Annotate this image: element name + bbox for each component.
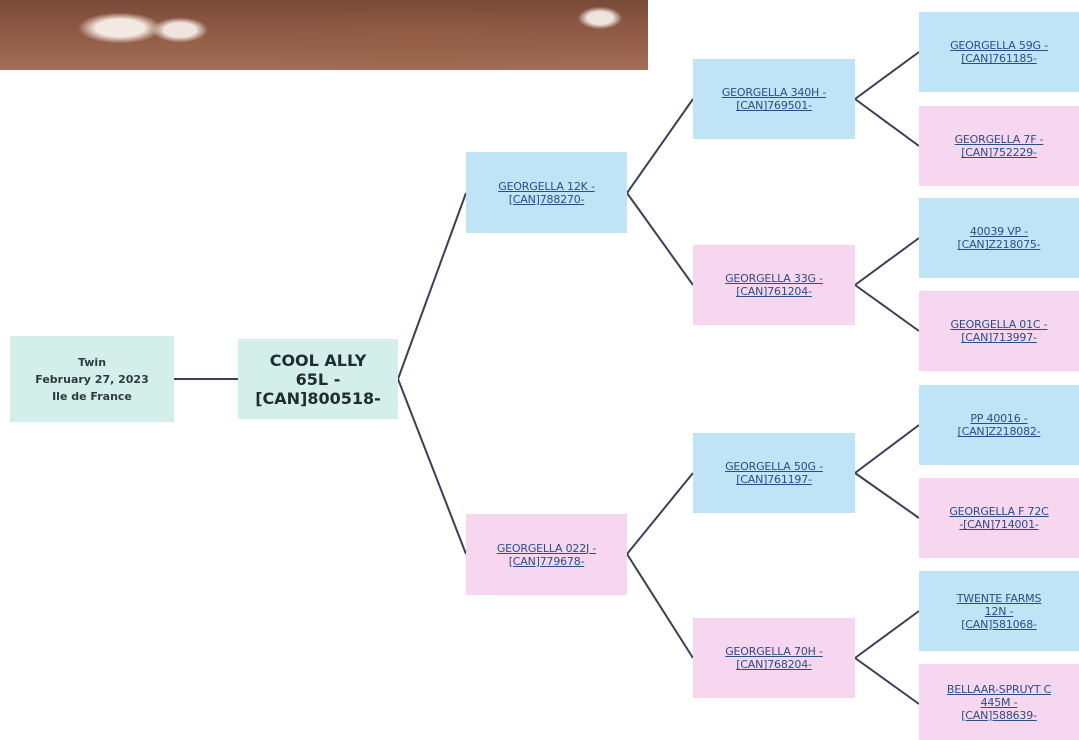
subject-animal-name: COOL ALLY 65L - [CAN]800518- <box>255 351 381 408</box>
ggp-5-registration: [CAN]Z218082- <box>957 425 1041 438</box>
ggp-4-registration: [CAN]713997- <box>961 331 1037 344</box>
ggp-3-registration: [CAN]Z218075- <box>957 238 1041 251</box>
ggp-box-3: 40039 VP - [CAN]Z218075- <box>919 198 1079 278</box>
ggp-6-name: GEORGELLA F 72C <box>949 505 1049 518</box>
connector-ggp-3 <box>854 237 920 286</box>
ggp-link-6[interactable]: GEORGELLA F 72C -[CAN]714001- <box>949 505 1048 531</box>
ggp-7-name-line2: 12N - <box>984 604 1014 618</box>
dam-sire-name: GEORGELLA 50G - <box>725 460 823 473</box>
banner-photo <box>0 0 648 70</box>
ggp-2-name: GEORGELLA 7F - <box>954 133 1044 146</box>
sire-sire-box: GEORGELLA 340H - [CAN]769501- <box>693 59 855 139</box>
ggp-3-name: 40039 VP - <box>969 225 1029 238</box>
sire-box: GEORGELLA 12K - [CAN]788270- <box>466 152 627 233</box>
connector-ggp-5 <box>854 424 920 474</box>
sire-dam-link[interactable]: GEORGELLA 33G - [CAN]761204- <box>725 272 823 298</box>
ggp-1-registration: [CAN]761185- <box>961 52 1037 65</box>
dam-dam-registration: [CAN]768204- <box>736 658 812 671</box>
ggp-link-2[interactable]: GEORGELLA 7F - [CAN]752229- <box>955 133 1044 159</box>
ggp-box-5: PP 40016 - [CAN]Z218082- <box>919 385 1079 465</box>
subject-animal-box: COOL ALLY 65L - [CAN]800518- <box>238 339 398 419</box>
ggp-link-5[interactable]: PP 40016 - [CAN]Z218082- <box>958 412 1041 438</box>
connector-sire-sire <box>626 98 694 194</box>
ggp-5-name: PP 40016 - <box>970 412 1028 425</box>
dam-sire-box: GEORGELLA 50G - [CAN]761197- <box>693 433 855 513</box>
sire-sire-link[interactable]: GEORGELLA 340H - [CAN]769501- <box>721 86 827 112</box>
dam-dam-name: GEORGELLA 70H - <box>725 645 823 658</box>
subject-name-line2: 65L - <box>295 369 341 389</box>
ggp-box-2: GEORGELLA 7F - [CAN]752229- <box>919 106 1079 186</box>
ggp-box-8: BELLAAR-SPRUYT C 445M - [CAN]588639- <box>919 664 1079 740</box>
ggp-4-name: GEORGELLA 01C - <box>950 318 1048 331</box>
dam-registration: [CAN]779678- <box>508 554 585 568</box>
sire-name: GEORGELLA 12K - <box>498 179 595 193</box>
ggp-7-name: TWENTE FARMS <box>956 591 1042 605</box>
connector-ggp-8 <box>854 657 920 705</box>
ggp-link-8[interactable]: BELLAAR-SPRUYT C 445M - [CAN]588639- <box>947 683 1051 722</box>
ggp-box-7: TWENTE FARMS 12N - [CAN]581068- <box>919 571 1079 651</box>
dam-dam-link[interactable]: GEORGELLA 70H - [CAN]768204- <box>725 645 823 671</box>
connector-sire-dam <box>626 192 694 286</box>
connector-ggp-6 <box>854 472 920 519</box>
connector-dam-dam <box>626 553 694 659</box>
birth-place: Ile de France <box>52 389 132 403</box>
connector-subject-dam <box>397 378 467 555</box>
dam-link[interactable]: GEORGELLA 022J - [CAN]779678- <box>497 542 596 568</box>
connector-ggp-7 <box>854 610 920 659</box>
ggp-link-7[interactable]: TWENTE FARMS 12N - [CAN]581068- <box>957 592 1042 631</box>
sire-registration: [CAN]788270- <box>508 192 585 206</box>
sire-sire-name: GEORGELLA 340H - <box>721 86 827 99</box>
birth-info-text: Twin February 27, 2023 Ile de France <box>35 354 148 405</box>
ggp-box-4: GEORGELLA 01C - [CAN]713997- <box>919 291 1079 371</box>
dam-sire-link[interactable]: GEORGELLA 50G - [CAN]761197- <box>725 460 823 486</box>
subject-name-line1: COOL ALLY <box>269 350 367 370</box>
dam-box: GEORGELLA 022J - [CAN]779678- <box>466 514 627 595</box>
connector-ggp-1 <box>854 51 920 100</box>
ggp-8-registration: [CAN]588639- <box>961 708 1037 722</box>
subject-registration: [CAN]800518- <box>255 388 381 408</box>
sire-dam-registration: [CAN]761204- <box>736 285 812 298</box>
dam-name: GEORGELLA 022J - <box>496 541 597 555</box>
sire-link[interactable]: GEORGELLA 12K - [CAN]788270- <box>498 179 595 206</box>
ggp-link-4[interactable]: GEORGELLA 01C - [CAN]713997- <box>951 318 1048 344</box>
ggp-link-1[interactable]: GEORGELLA 59G - [CAN]761185- <box>950 39 1048 65</box>
sire-dam-box: GEORGELLA 33G - [CAN]761204- <box>693 245 855 325</box>
connector-ggp-2 <box>854 98 920 147</box>
sire-dam-name: GEORGELLA 33G - <box>725 272 823 285</box>
ggp-6-registration: -[CAN]714001- <box>959 518 1039 531</box>
birth-date: February 27, 2023 <box>35 372 149 386</box>
ggp-8-name-line2: 445M - <box>980 695 1018 709</box>
birth-info-box: Twin February 27, 2023 Ile de France <box>10 336 174 422</box>
dam-sire-registration: [CAN]761197- <box>736 473 812 486</box>
ggp-1-name: GEORGELLA 59G - <box>950 39 1048 52</box>
ggp-link-3[interactable]: 40039 VP - [CAN]Z218075- <box>958 225 1041 251</box>
connector-dam-sire <box>626 472 694 555</box>
birth-type: Twin <box>77 355 107 369</box>
connector-ggp-4 <box>854 284 920 332</box>
ggp-box-1: GEORGELLA 59G - [CAN]761185- <box>919 12 1079 92</box>
dam-dam-box: GEORGELLA 70H - [CAN]768204- <box>693 618 855 698</box>
ggp-box-6: GEORGELLA F 72C -[CAN]714001- <box>919 478 1079 558</box>
connector-subject-sire <box>397 192 467 380</box>
sire-sire-registration: [CAN]769501- <box>736 99 812 112</box>
ggp-8-name: BELLAAR-SPRUYT C <box>946 682 1052 696</box>
ggp-7-registration: [CAN]581068- <box>961 617 1037 631</box>
ggp-2-registration: [CAN]752229- <box>961 146 1037 159</box>
